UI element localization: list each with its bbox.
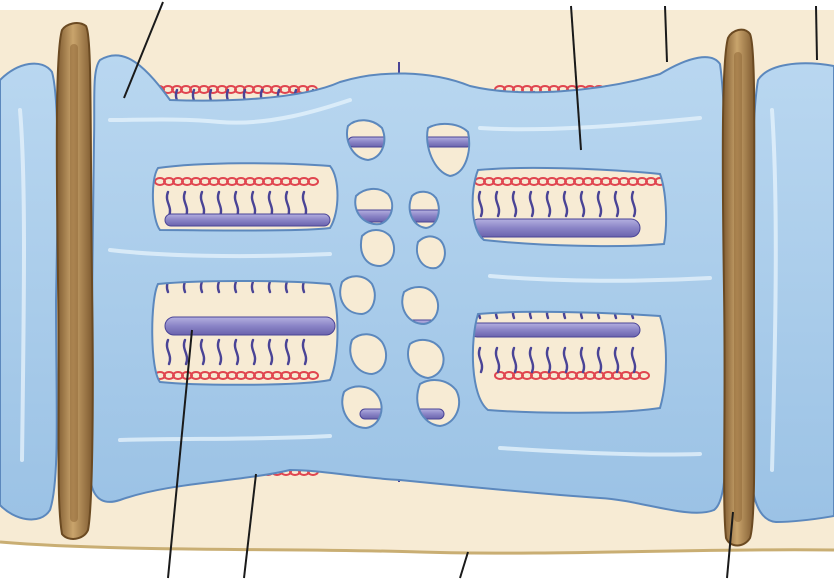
- thick-filament: [470, 219, 640, 237]
- t-tubule-left: [57, 23, 93, 539]
- sarcoplasmic-reticulum-left: [0, 64, 58, 520]
- thick-filament: [470, 323, 640, 337]
- sarcoplasmic-reticulum-right: [750, 63, 834, 522]
- t-tubule-right: [723, 30, 755, 546]
- thick-filament: [165, 214, 330, 226]
- leader-line-top-right-2: [816, 6, 817, 60]
- thick-filament: [165, 317, 335, 335]
